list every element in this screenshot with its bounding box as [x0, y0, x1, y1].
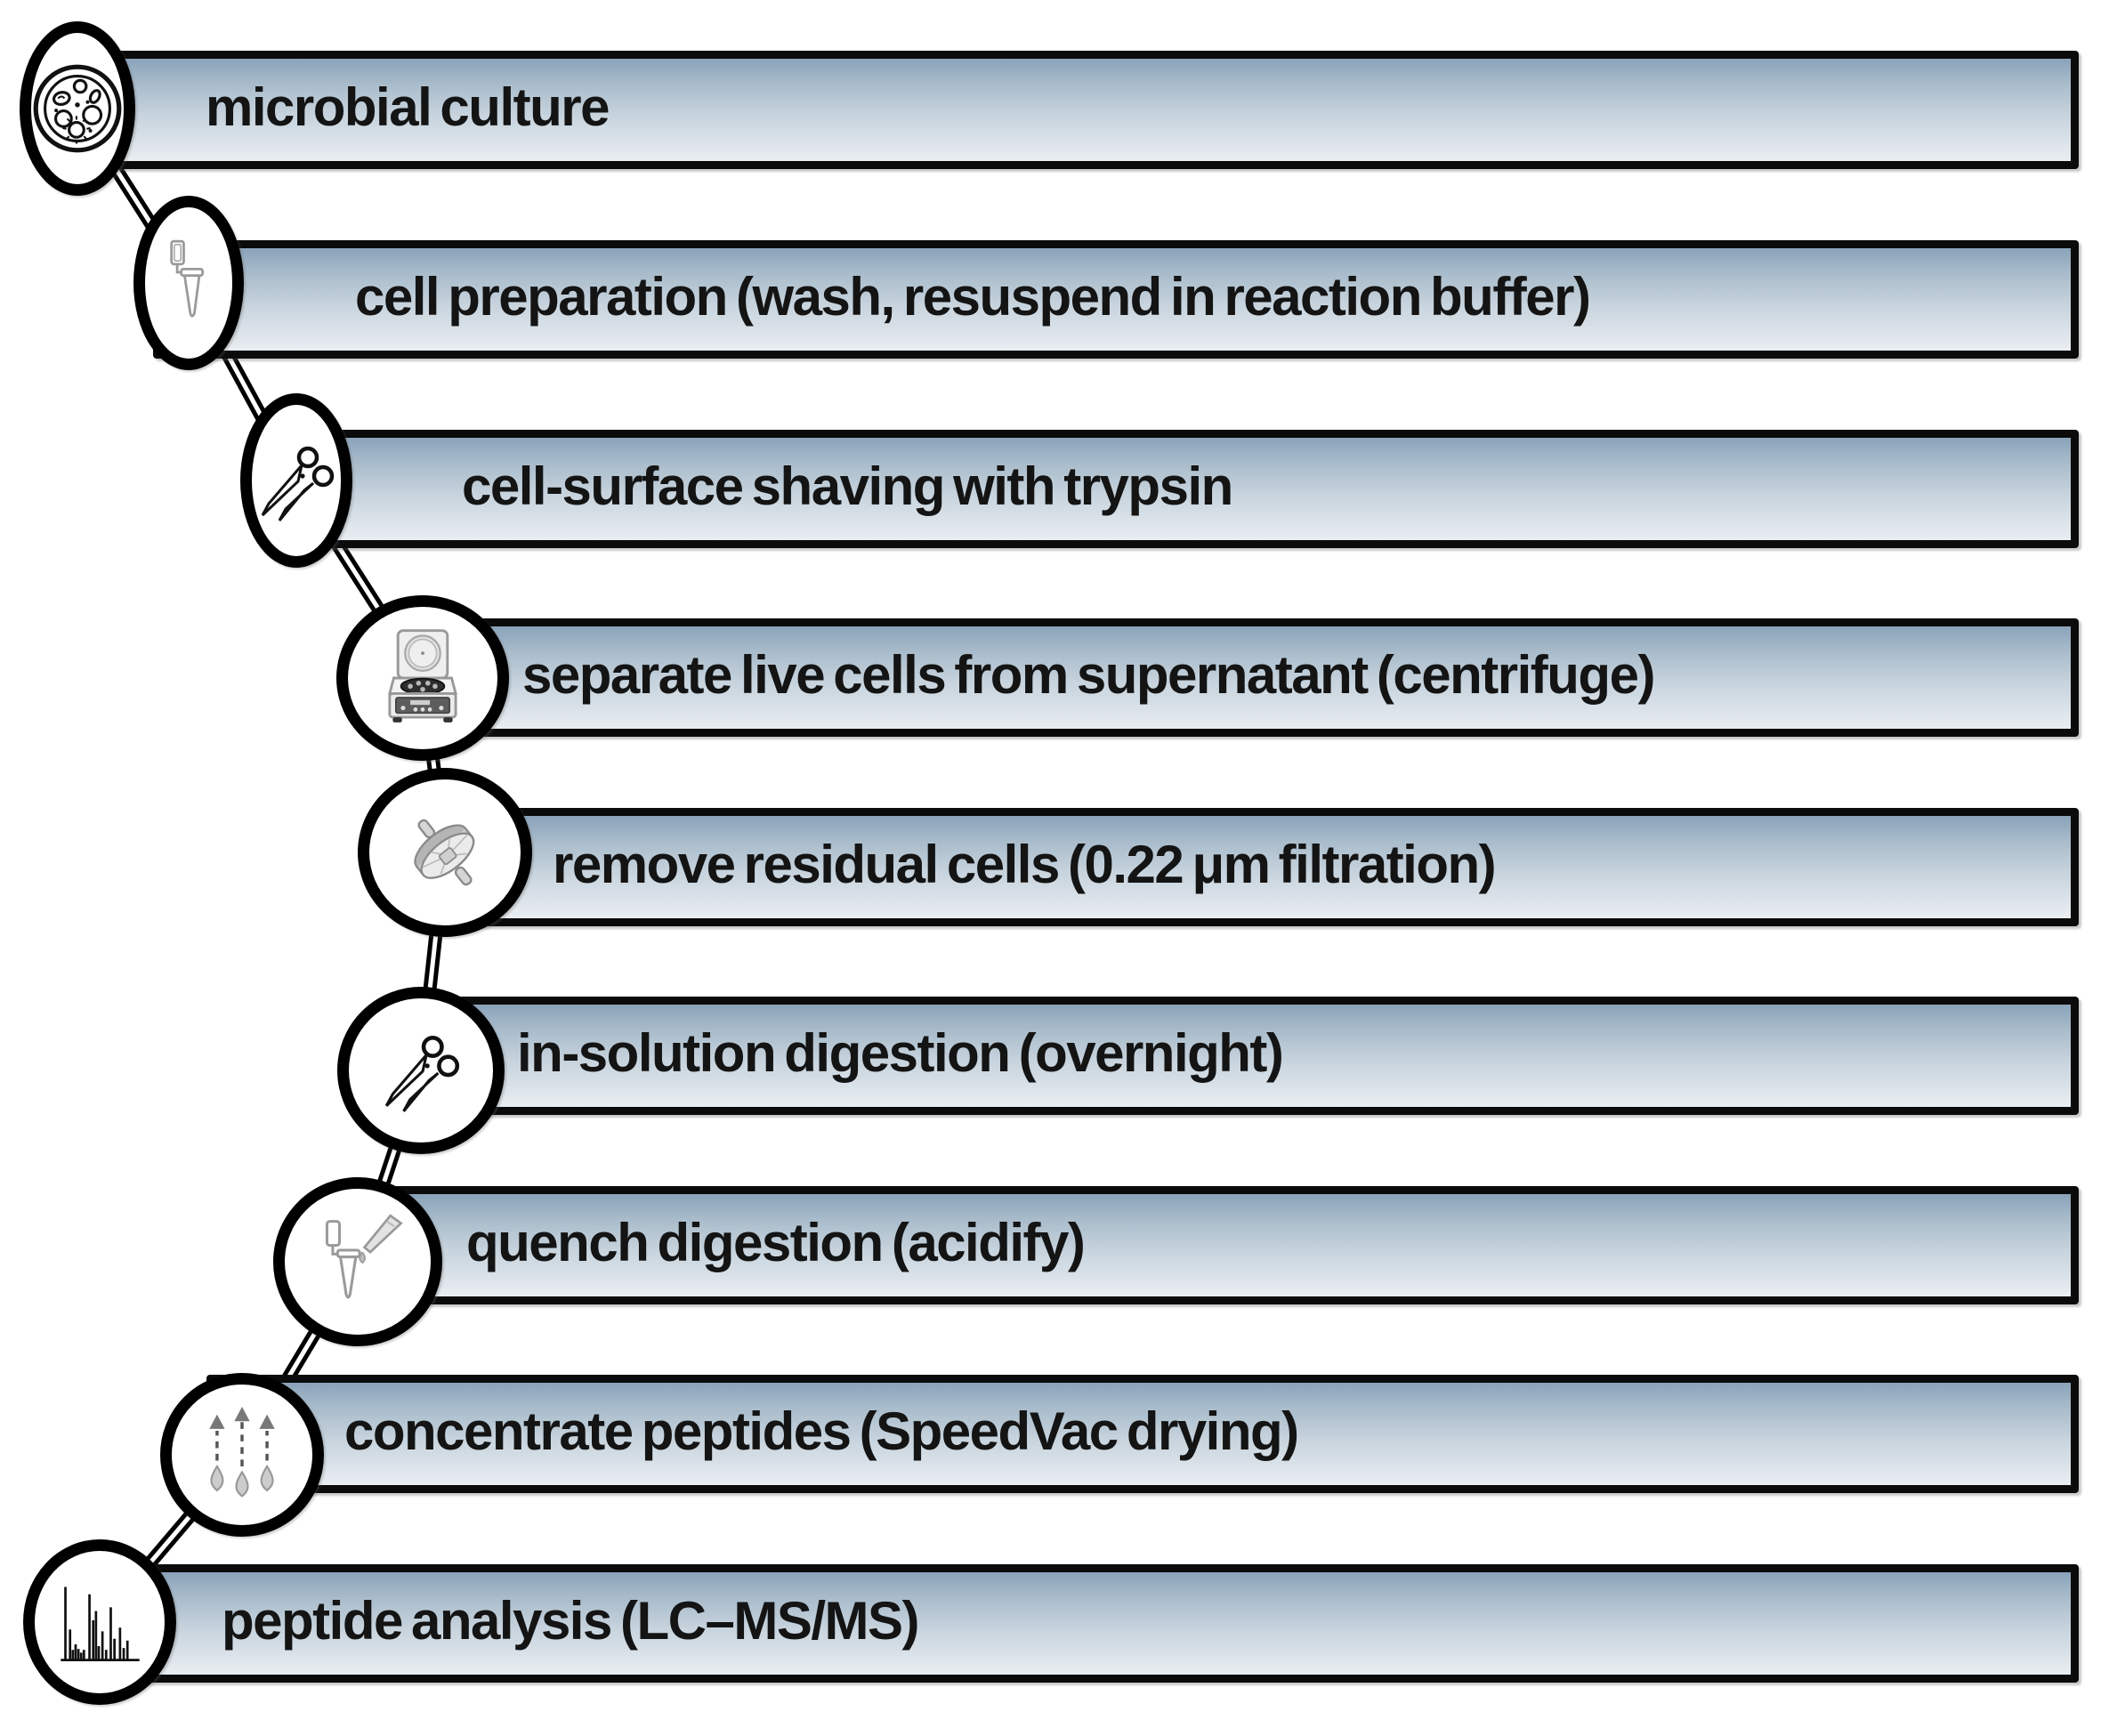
step-bar-quench-digestion: quench digestion (acidify)	[322, 1186, 2079, 1304]
step-bar-filtration: remove residual cells (0.22 μm filtratio…	[409, 808, 2079, 926]
step-label: remove residual cells (0.22 μm filtratio…	[553, 834, 1497, 894]
step-badge-4	[336, 595, 509, 761]
step-badge-9	[23, 1539, 176, 1705]
step-label: in-solution digestion (overnight)	[517, 1022, 1284, 1083]
step-label: quench digestion (acidify)	[466, 1212, 1086, 1272]
step-bar-peptide-analysis: peptide analysis (LC–MS/MS)	[64, 1564, 2079, 1683]
mass-spectrum-icon	[61, 1587, 140, 1661]
petri-dish-icon	[33, 64, 122, 153]
step-bar-concentrate-peptides: concentrate peptides (SpeedVac drying)	[206, 1375, 2079, 1493]
step-bar-cell-preparation: cell preparation (wash, resuspend in rea…	[153, 240, 2079, 359]
step-bar-separate-cells: separate live cells from supernatant (ce…	[387, 618, 2079, 737]
step-badge-3	[240, 393, 352, 568]
step-label: cell preparation (wash, resuspend in rea…	[355, 266, 1591, 327]
step-badge-6	[337, 987, 505, 1154]
step-badge-7	[273, 1177, 442, 1346]
step-bar-cell-surface-shaving: cell-surface shaving with trypsin	[261, 430, 2079, 548]
scissors-icon	[384, 1035, 460, 1112]
step-label: cell-surface shaving with trypsin	[462, 456, 1233, 516]
step-label: separate live cells from supernatant (ce…	[522, 644, 1655, 705]
step-badge-2	[133, 196, 244, 370]
step-bar-microbial-culture: microbial culture	[42, 51, 2079, 169]
evaporation-icon	[209, 1407, 275, 1498]
step-label: concentrate peptides (SpeedVac drying)	[344, 1401, 1299, 1461]
microtube-icon	[170, 239, 205, 318]
step-badge-8	[160, 1373, 324, 1537]
step-bar-in-solution-digestion: in-solution digestion (overnight)	[385, 997, 2079, 1115]
centrifuge-icon	[387, 629, 458, 723]
step-label: peptide analysis (LC–MS/MS)	[222, 1590, 920, 1651]
step-label: microbial culture	[206, 77, 610, 137]
step-badge-5	[358, 768, 532, 937]
syringe-filter-icon	[414, 819, 475, 886]
pipette-microtube-icon	[325, 1214, 403, 1299]
scissors-icon	[261, 446, 335, 521]
step-badge-1	[20, 21, 135, 196]
